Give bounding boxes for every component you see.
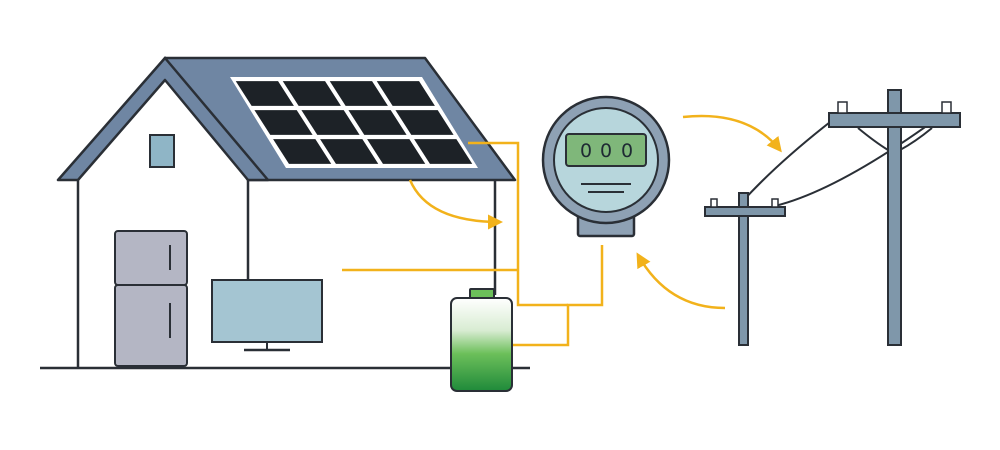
utility-pole-icon — [704, 192, 786, 346]
fridge-bottom — [114, 284, 188, 367]
small-pole-insulator-right — [771, 198, 779, 208]
solar-cell — [414, 139, 473, 164]
small-pole-post — [738, 192, 749, 346]
solar-panel-icon — [230, 77, 478, 168]
solar-cell — [329, 81, 388, 106]
solar-cell — [235, 81, 294, 106]
solar-cell — [395, 110, 454, 135]
battery-body — [450, 297, 513, 392]
battery-icon — [450, 288, 513, 392]
flow-arrows — [408, 114, 782, 310]
power-line-4 — [899, 127, 933, 151]
solar-cell — [273, 139, 332, 164]
solar-cell — [282, 81, 341, 106]
arrow-panel-to-meter — [408, 179, 503, 230]
small-pole-crossarm — [704, 206, 786, 217]
attic-window — [149, 134, 175, 168]
wire-panel-to-meter — [468, 141, 568, 307]
power-line-3 — [857, 127, 889, 151]
utility-pole-icon — [828, 89, 961, 346]
arrow-grid-to-meter — [636, 252, 726, 310]
small-pole-insulator-left — [710, 198, 718, 208]
wiring — [342, 141, 604, 347]
large-pole-insulator-right — [941, 101, 952, 114]
roof-left-edge — [56, 56, 270, 182]
meter-display — [565, 133, 647, 167]
solar-cell — [320, 139, 379, 164]
large-pole-post — [887, 89, 902, 346]
electric-meter-icon: 0 0 0 — [541, 95, 671, 238]
power-line-2 — [774, 111, 947, 207]
solar-cell — [376, 81, 435, 106]
power-line-1 — [741, 111, 844, 203]
large-pole-insulator-left — [837, 101, 848, 114]
solar-cell — [254, 110, 313, 135]
television-icon — [211, 279, 323, 352]
large-pole-crossarm — [828, 112, 961, 128]
meter-digit-2: 0 — [600, 140, 612, 162]
solar-cell — [301, 110, 360, 135]
arrow-meter-to-grid — [682, 114, 782, 153]
meter-digit-3: 0 — [621, 140, 633, 162]
wire-battery — [512, 245, 604, 347]
refrigerator-icon — [114, 230, 188, 367]
solar-cells — [235, 81, 473, 164]
fridge-top — [114, 230, 188, 286]
solar-cell — [348, 110, 407, 135]
meter-digit-1: 0 — [580, 140, 592, 162]
solar-cell — [367, 139, 426, 164]
tv-screen — [211, 279, 323, 343]
